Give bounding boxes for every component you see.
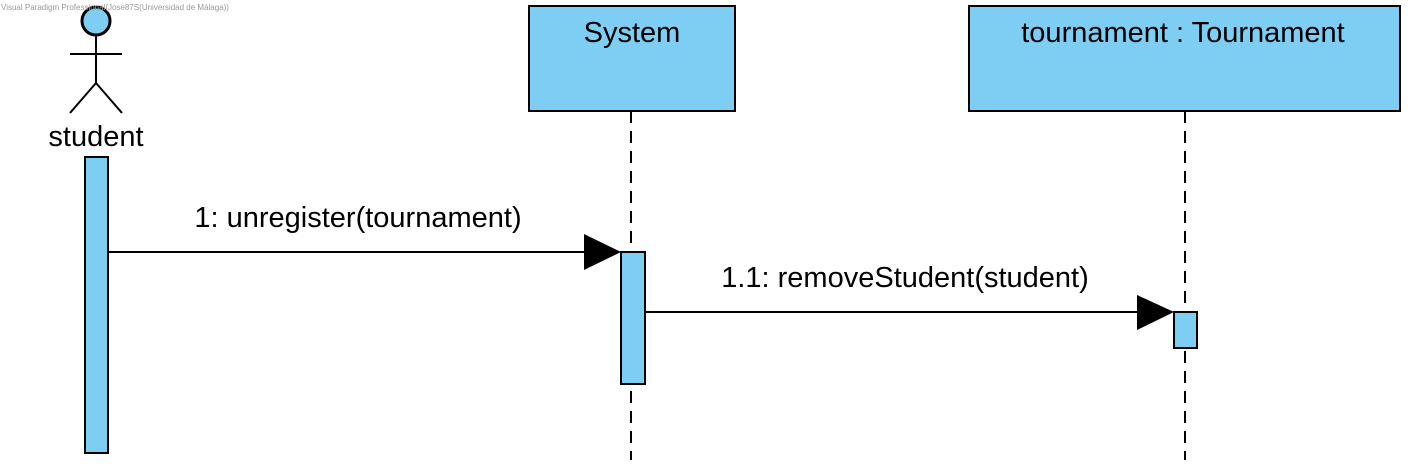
actor-activation-bar <box>84 156 109 454</box>
lifeline-system-head <box>528 5 736 112</box>
message-remove-student-label: 1.1: removeStudent(student) <box>721 262 1089 294</box>
message-unregister[interactable]: 1: unregister(tournament) <box>108 202 621 270</box>
message-remove-student[interactable]: 1.1: removeStudent(student) <box>645 262 1174 330</box>
watermark-text: Visual Paradigm Professional(Jose87S(Uni… <box>1 3 229 12</box>
actor-left-leg <box>69 82 97 114</box>
lifeline-tournament[interactable]: tournament : Tournament <box>968 5 1401 460</box>
actor-student[interactable]: student <box>48 5 144 153</box>
tournament-activation-bar <box>1173 311 1198 349</box>
lifeline-system-name: System <box>584 17 681 49</box>
lifeline-tournament-name: tournament : Tournament <box>1021 17 1345 49</box>
lifeline-system[interactable]: System <box>528 5 736 460</box>
message-unregister-label: 1: unregister(tournament) <box>194 202 521 234</box>
actor-right-leg <box>95 82 123 114</box>
system-activation-bar <box>620 251 646 385</box>
message-remove-student-arrowhead <box>1137 295 1174 330</box>
actor-name: student <box>48 121 143 153</box>
message-unregister-arrowhead <box>584 234 621 270</box>
